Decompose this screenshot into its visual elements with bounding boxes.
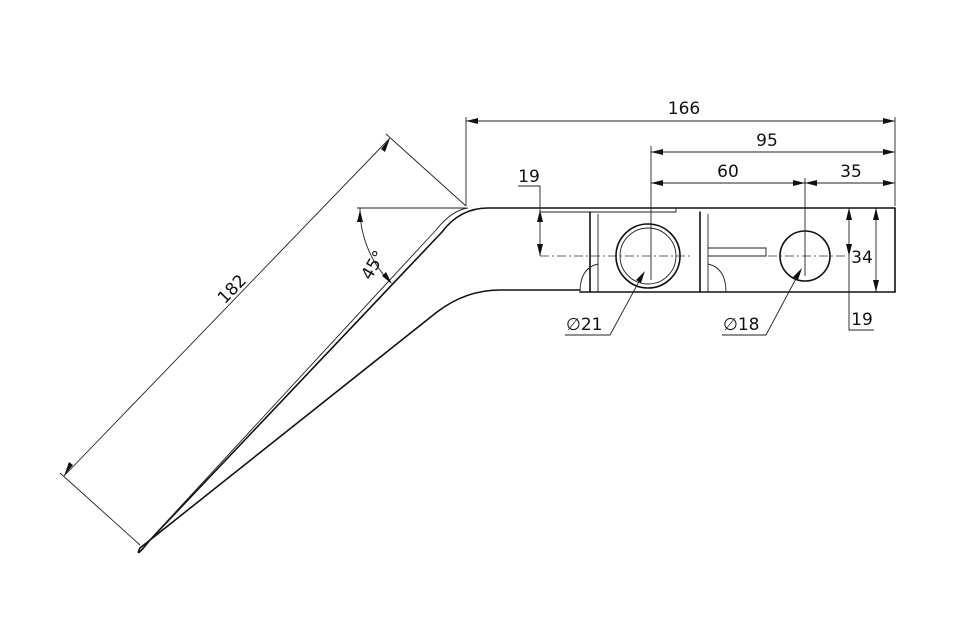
dim-bend-angle: 45° [357,207,466,284]
dim-hole-spacing: 60 [651,162,806,276]
dim-label-18: 18 [738,315,760,335]
leader-small-hole: ∅18 [722,268,802,336]
bracket-outline [137,207,896,554]
dim-label-182: 182 [214,271,251,308]
diameter-symbol-large: ∅ [566,315,581,335]
dim-label-60: 60 [717,162,739,182]
dim-hole-span: 95 [650,131,895,280]
dim-arm-length: 182 [59,133,467,546]
dim-label-35: 35 [840,162,862,182]
leader-large-hole: ∅21 [565,271,645,336]
diameter-symbol-small: ∅ [723,315,738,335]
dim-label-21: 21 [581,315,603,335]
boss-details [540,208,767,293]
dim-label-19-left: 19 [518,167,540,187]
dim-flange-offset: 19 [518,167,543,256]
dim-end-offset: 35 [805,162,895,186]
dim-label-19-right: 19 [851,310,873,330]
dim-label-166: 166 [668,99,700,119]
dim-label-95: 95 [756,131,778,151]
svg-text:∅18: ∅18 [723,315,759,335]
dim-height: 34 [851,208,879,292]
dim-half-height: 19 [846,208,874,331]
dim-overall-length: 166 [465,99,896,206]
dim-label-34: 34 [851,248,873,268]
svg-text:∅21: ∅21 [566,315,602,335]
